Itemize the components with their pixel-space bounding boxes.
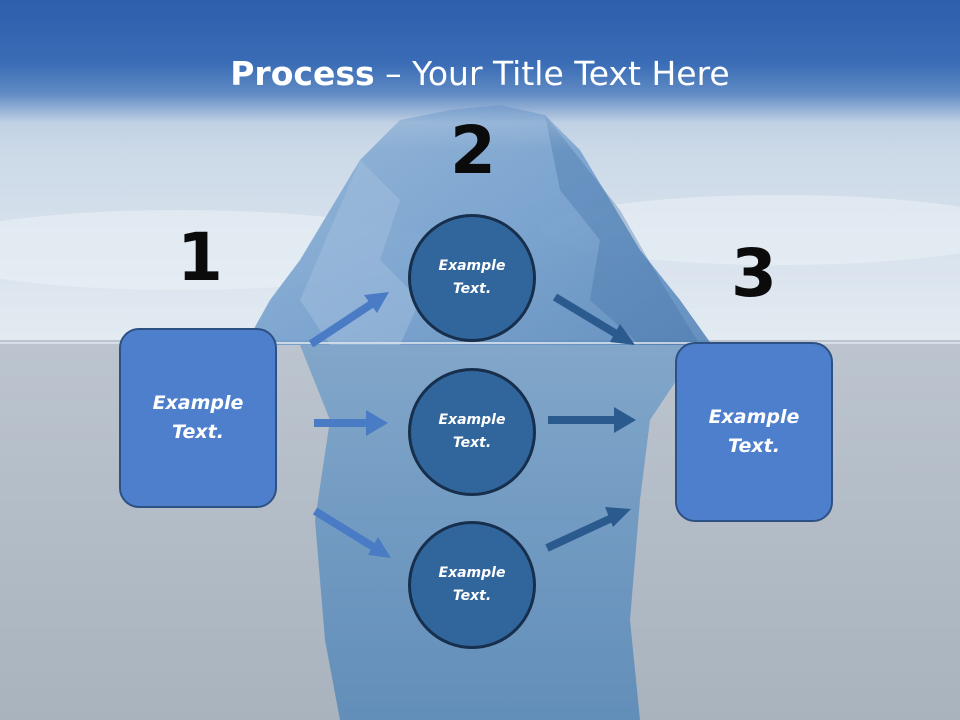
arrow-left-to-middle	[314, 410, 388, 436]
arrow-bottom-to-right	[545, 507, 631, 552]
circle-top: Example Text.	[408, 214, 536, 342]
title-bold: Process	[230, 54, 375, 93]
step-number-1: 1	[177, 219, 223, 296]
title-rest: – Your Title Text Here	[374, 54, 730, 93]
step-number-3: 3	[731, 235, 777, 312]
arrow-left-to-top	[308, 292, 389, 348]
left-box: Example Text.	[119, 328, 277, 508]
circle-middle: Example Text.	[408, 368, 536, 496]
right-box: Example Text.	[675, 342, 833, 522]
arrow-top-to-right	[552, 293, 635, 345]
arrow-middle-to-right	[548, 407, 636, 433]
arrow-left-to-bottom	[312, 507, 391, 558]
circle-bottom: Example Text.	[408, 521, 536, 649]
step-number-2: 2	[450, 112, 496, 189]
title-bar	[0, 0, 960, 150]
slide-title: Process – Your Title Text Here	[0, 52, 960, 96]
